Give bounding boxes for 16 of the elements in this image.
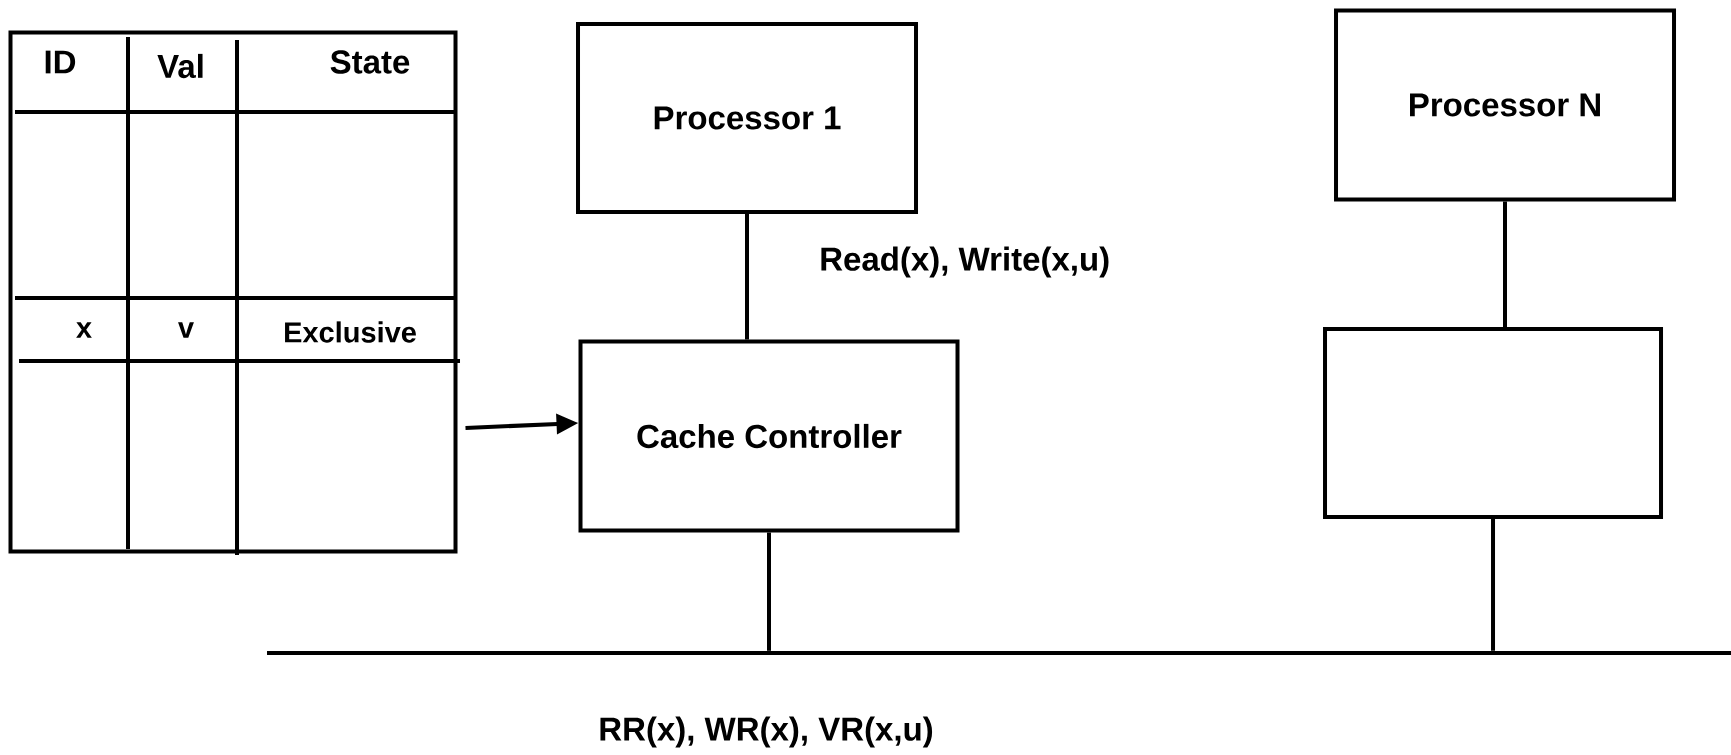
connector-line: [1491, 519, 1495, 651]
processor-box: Processor 1: [576, 22, 918, 214]
processor-box: Processor N: [1334, 8, 1676, 202]
edge-label: Read(x), Write(x,u): [821, 246, 1109, 278]
bus-label: RR(x), WR(x), VR(x,u): [600, 716, 933, 748]
table-cell-text: v: [178, 322, 194, 338]
table-cell-text: Val: [157, 53, 203, 79]
table-cell-text: Exclusive: [285, 321, 416, 343]
controller-box: Cache Controller: [578, 339, 960, 533]
connector-line: [745, 214, 749, 340]
connector-line: [1503, 201, 1507, 327]
table-cell-text: State: [330, 50, 410, 74]
box: [1323, 327, 1663, 519]
table-cell-text: ID: [45, 50, 76, 74]
table-cell-text: x: [76, 322, 92, 338]
connector-line: [767, 532, 771, 651]
